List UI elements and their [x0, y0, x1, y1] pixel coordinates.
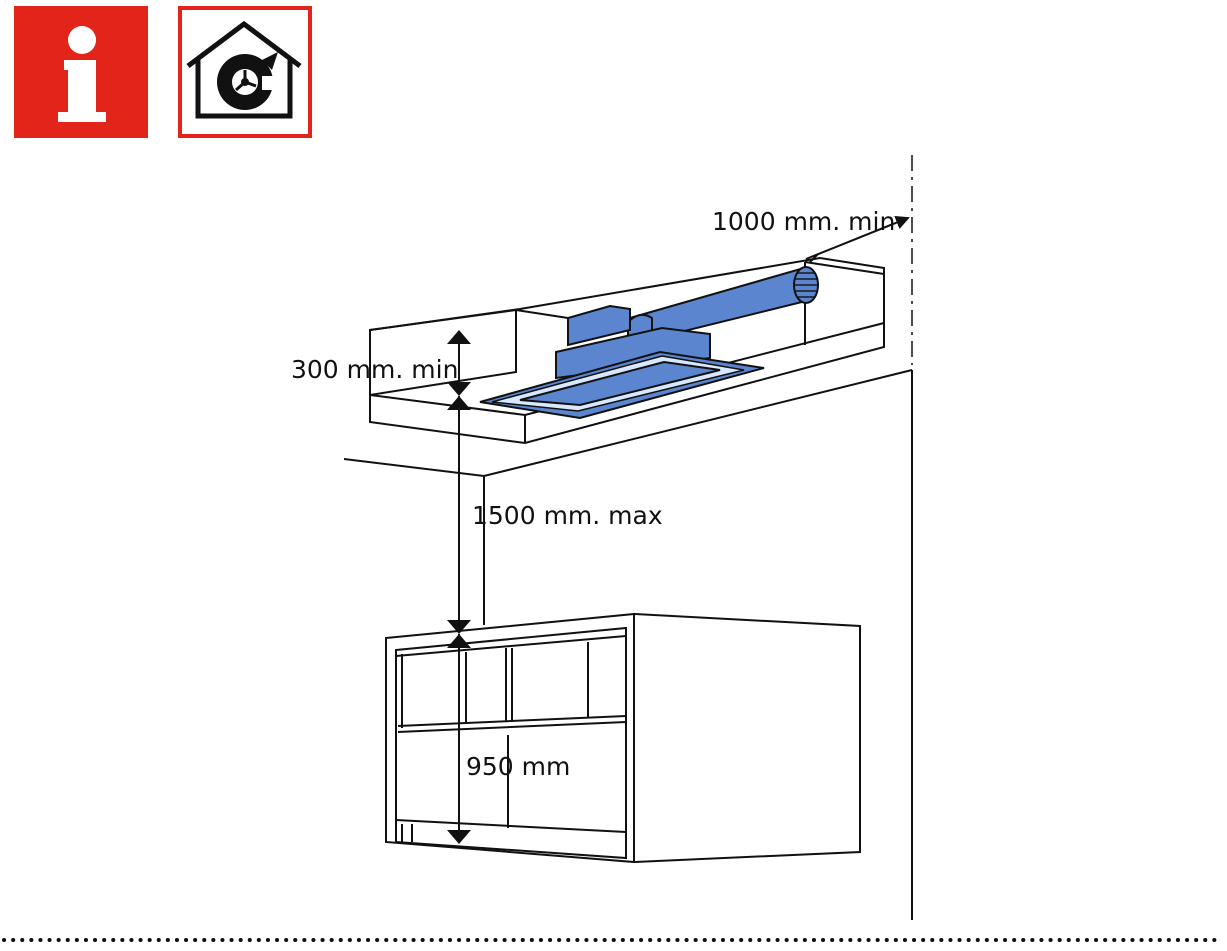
dimension-label-hood-height: 1500 mm. max — [472, 501, 663, 530]
dimension-duct-length: 1000 mm. min — [712, 207, 910, 263]
ceiling-hood — [479, 304, 765, 420]
dimension-ceiling-clearance: 300 mm. min — [291, 330, 471, 396]
dimension-hood-to-worktop: 1500 mm. max — [447, 396, 663, 634]
dimension-worktop-height: 950 mm — [447, 634, 570, 844]
dimension-label-duct: 1000 mm. min — [712, 207, 895, 236]
kitchen-cabinet — [385, 612, 861, 864]
dimension-label-clearance: 300 mm. min — [291, 355, 458, 384]
house-recirculation-icon — [178, 6, 312, 138]
info-icon — [14, 6, 148, 138]
dimension-label-worktop: 950 mm — [466, 752, 570, 781]
